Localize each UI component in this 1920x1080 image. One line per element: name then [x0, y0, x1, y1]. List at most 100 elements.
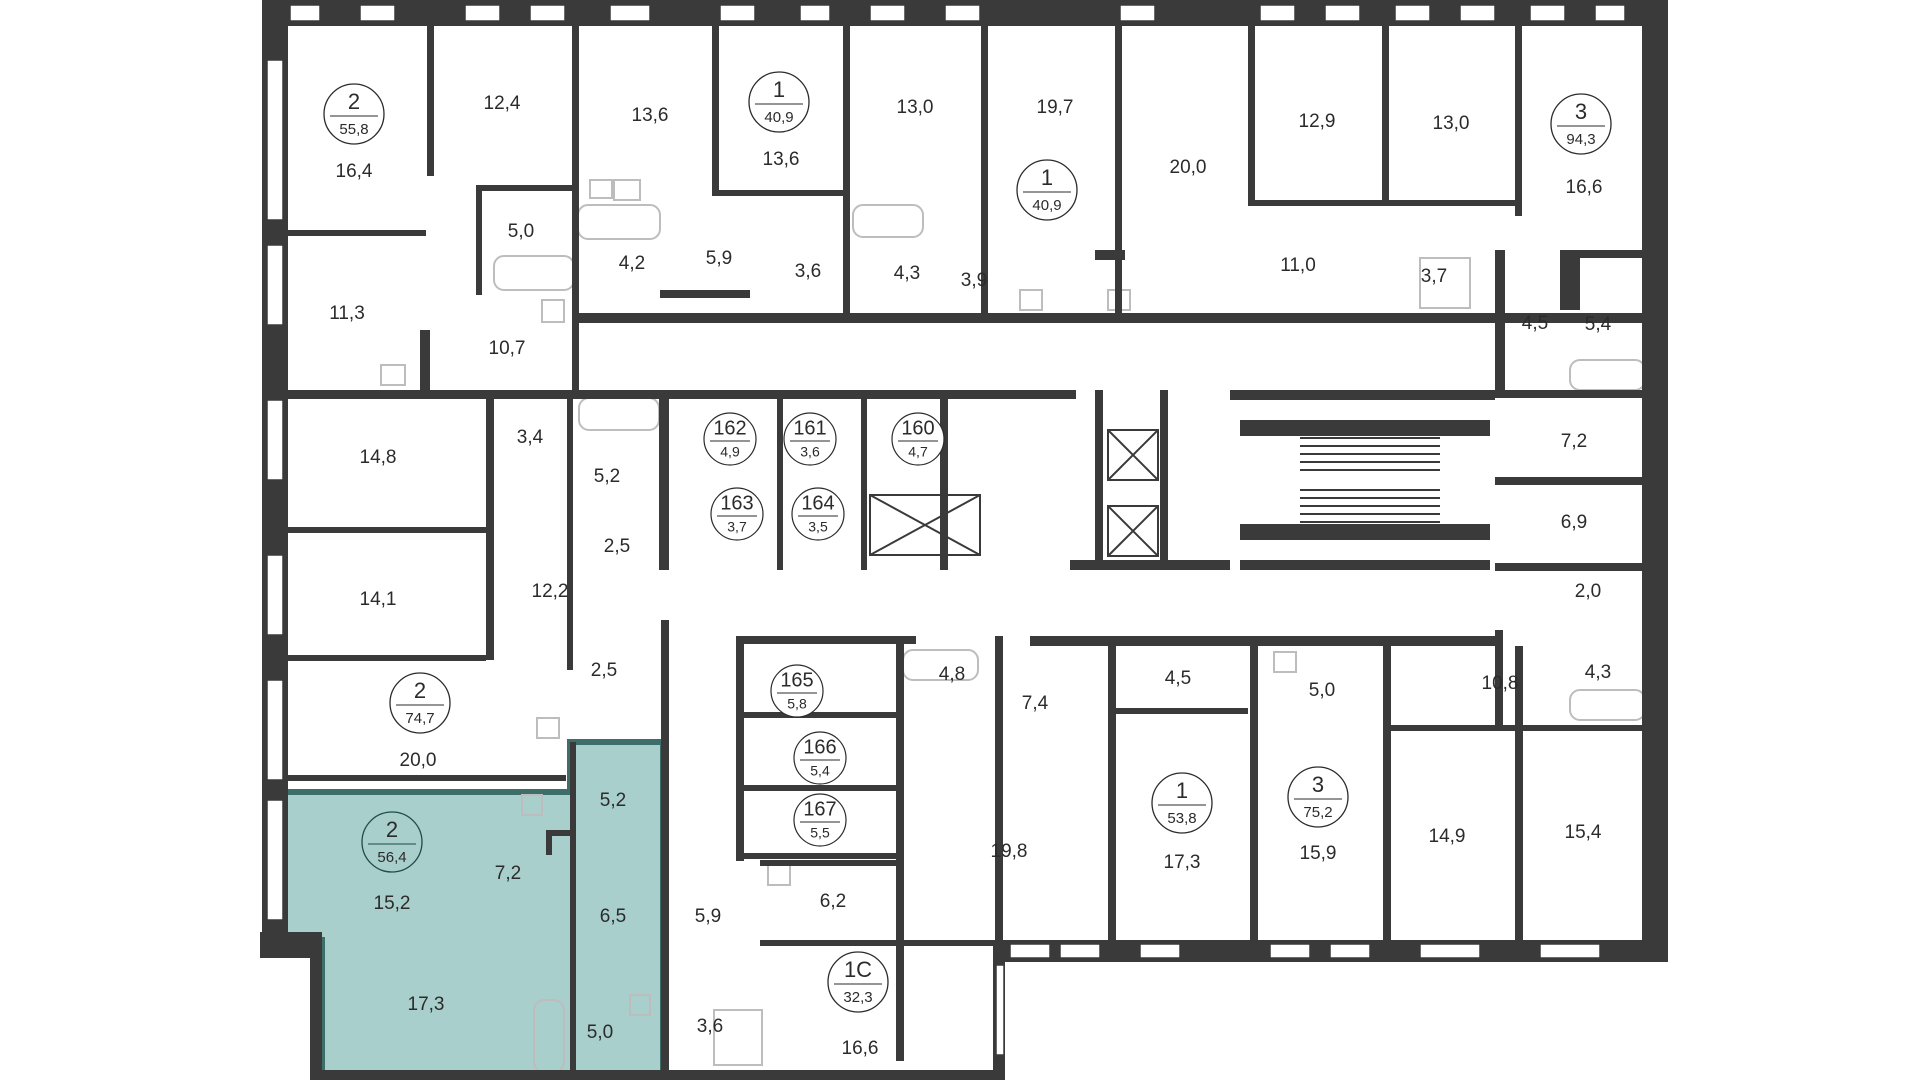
apartment-circle [389, 672, 451, 734]
room-area-label: 19,8 [991, 841, 1028, 862]
storage-area-label: 5,8 [787, 696, 807, 712]
apartment-rooms-label: 2 [414, 678, 426, 703]
room-area-label: 10,8 [1482, 673, 1519, 694]
room-area-label: 12,4 [484, 93, 521, 114]
stairwell [1300, 437, 1440, 523]
room-area-label: 15,2 [374, 893, 411, 914]
apartment-area-label: 56,4 [377, 849, 406, 866]
room-area-label: 7,2 [495, 863, 521, 884]
room-area-label: 2,5 [591, 660, 617, 681]
storage-area-label: 3,6 [800, 444, 820, 460]
storage-circle [710, 487, 764, 541]
room-area-label: 13,0 [1433, 113, 1470, 134]
storage-markers: 1624,91613,61604,71633,71643,51655,81665… [703, 412, 945, 847]
apartment-marker[interactable]: 394,3 [1550, 93, 1612, 155]
room-area-label: 6,9 [1561, 512, 1587, 533]
room-area-label: 13,0 [897, 97, 934, 118]
storage-number-label: 162 [713, 417, 746, 439]
apartment-markers: 255,8140,9140,9394,3274,7256,4153,8375,2… [323, 71, 1612, 1013]
elevators [869, 429, 1159, 557]
room-area-label: 14,8 [360, 447, 397, 468]
apartment-rooms-label: 1С [844, 957, 872, 982]
room-area-label: 5,9 [706, 248, 732, 269]
room-area-label: 5,0 [508, 221, 534, 242]
apartment-marker[interactable]: 153,8 [1151, 772, 1213, 834]
storage-circle [783, 412, 837, 466]
room-area-label: 5,2 [600, 790, 626, 811]
room-area-label: 14,9 [1429, 826, 1466, 847]
storage-number-label: 164 [801, 492, 834, 514]
storage-number-label: 167 [803, 798, 836, 820]
apartment-marker[interactable]: 255,8 [323, 83, 385, 145]
apartment-circle [827, 951, 889, 1013]
room-area-label: 15,9 [1300, 843, 1337, 864]
apartment-circle [1287, 766, 1349, 828]
apartment-circle [361, 811, 423, 873]
apartment-marker[interactable]: 256,4 [361, 811, 423, 873]
storage-circle [793, 793, 847, 847]
storage-number-label: 166 [803, 736, 836, 758]
storage-number-label: 160 [901, 417, 934, 439]
apartment-area-label: 75,2 [1303, 804, 1332, 821]
storage-circle [891, 412, 945, 466]
apartment-area-label: 74,7 [405, 710, 434, 727]
room-area-label: 7,4 [1022, 693, 1049, 714]
apartment-area-label: 53,8 [1167, 810, 1196, 827]
room-area-label: 5,4 [1585, 314, 1612, 335]
room-area-label: 11,3 [329, 303, 365, 324]
storage-number-label: 165 [780, 669, 813, 691]
apartment-rooms-label: 3 [1575, 99, 1587, 124]
apartment-circle [748, 71, 810, 133]
room-area-label: 20,0 [1170, 157, 1207, 178]
room-area-label: 3,4 [517, 427, 544, 448]
storage-circle [703, 412, 757, 466]
storage-area-label: 5,5 [810, 825, 830, 841]
room-area-label: 14,1 [360, 589, 397, 610]
windows [266, 4, 1626, 1056]
apartment-area-label: 55,8 [339, 121, 368, 138]
room-area-label: 3,7 [1421, 266, 1447, 287]
apartment-marker[interactable]: 1С 32,3 [827, 951, 889, 1013]
apartment-rooms-label: 1 [1041, 165, 1053, 190]
storage-circle [793, 731, 847, 785]
apartment-marker[interactable]: 140,9 [1016, 159, 1078, 221]
room-area-label: 15,4 [1565, 822, 1602, 843]
apartment-marker[interactable]: 274,7 [389, 672, 451, 734]
apartment-rooms-label: 3 [1312, 772, 1324, 797]
apartment-area-label: 32,3 [843, 989, 872, 1006]
room-area-label: 4,3 [1585, 662, 1611, 683]
apartment-rooms-label: 1 [773, 77, 785, 102]
apartment-area-label: 40,9 [764, 109, 793, 126]
room-area-label: 12,2 [532, 581, 569, 602]
room-area-label: 19,7 [1037, 97, 1074, 118]
apartment-rooms-label: 1 [1176, 778, 1188, 803]
room-area-label: 5,9 [695, 906, 721, 927]
apartment-circle [1550, 93, 1612, 155]
room-area-label: 5,0 [587, 1022, 613, 1043]
apartment-area-label: 94,3 [1566, 131, 1595, 148]
room-area-label: 7,2 [1561, 431, 1587, 452]
room-area-label: 3,6 [697, 1016, 723, 1037]
apartment-area-label: 40,9 [1032, 197, 1061, 214]
storage-circle [791, 487, 845, 541]
apartment-marker[interactable]: 375,2 [1287, 766, 1349, 828]
storage-area-label: 4,9 [720, 444, 740, 460]
room-area-label: 13,6 [632, 105, 669, 126]
room-area-label: 17,3 [408, 994, 445, 1015]
room-area-label: 11,0 [1280, 255, 1316, 276]
storage-number-label: 163 [720, 492, 753, 514]
room-area-label: 2,0 [1575, 581, 1601, 602]
room-area-label: 4,8 [939, 664, 965, 685]
apartment-marker[interactable]: 140,9 [748, 71, 810, 133]
apartment-rooms-label: 2 [348, 89, 360, 114]
room-area-label: 5,2 [594, 466, 620, 487]
